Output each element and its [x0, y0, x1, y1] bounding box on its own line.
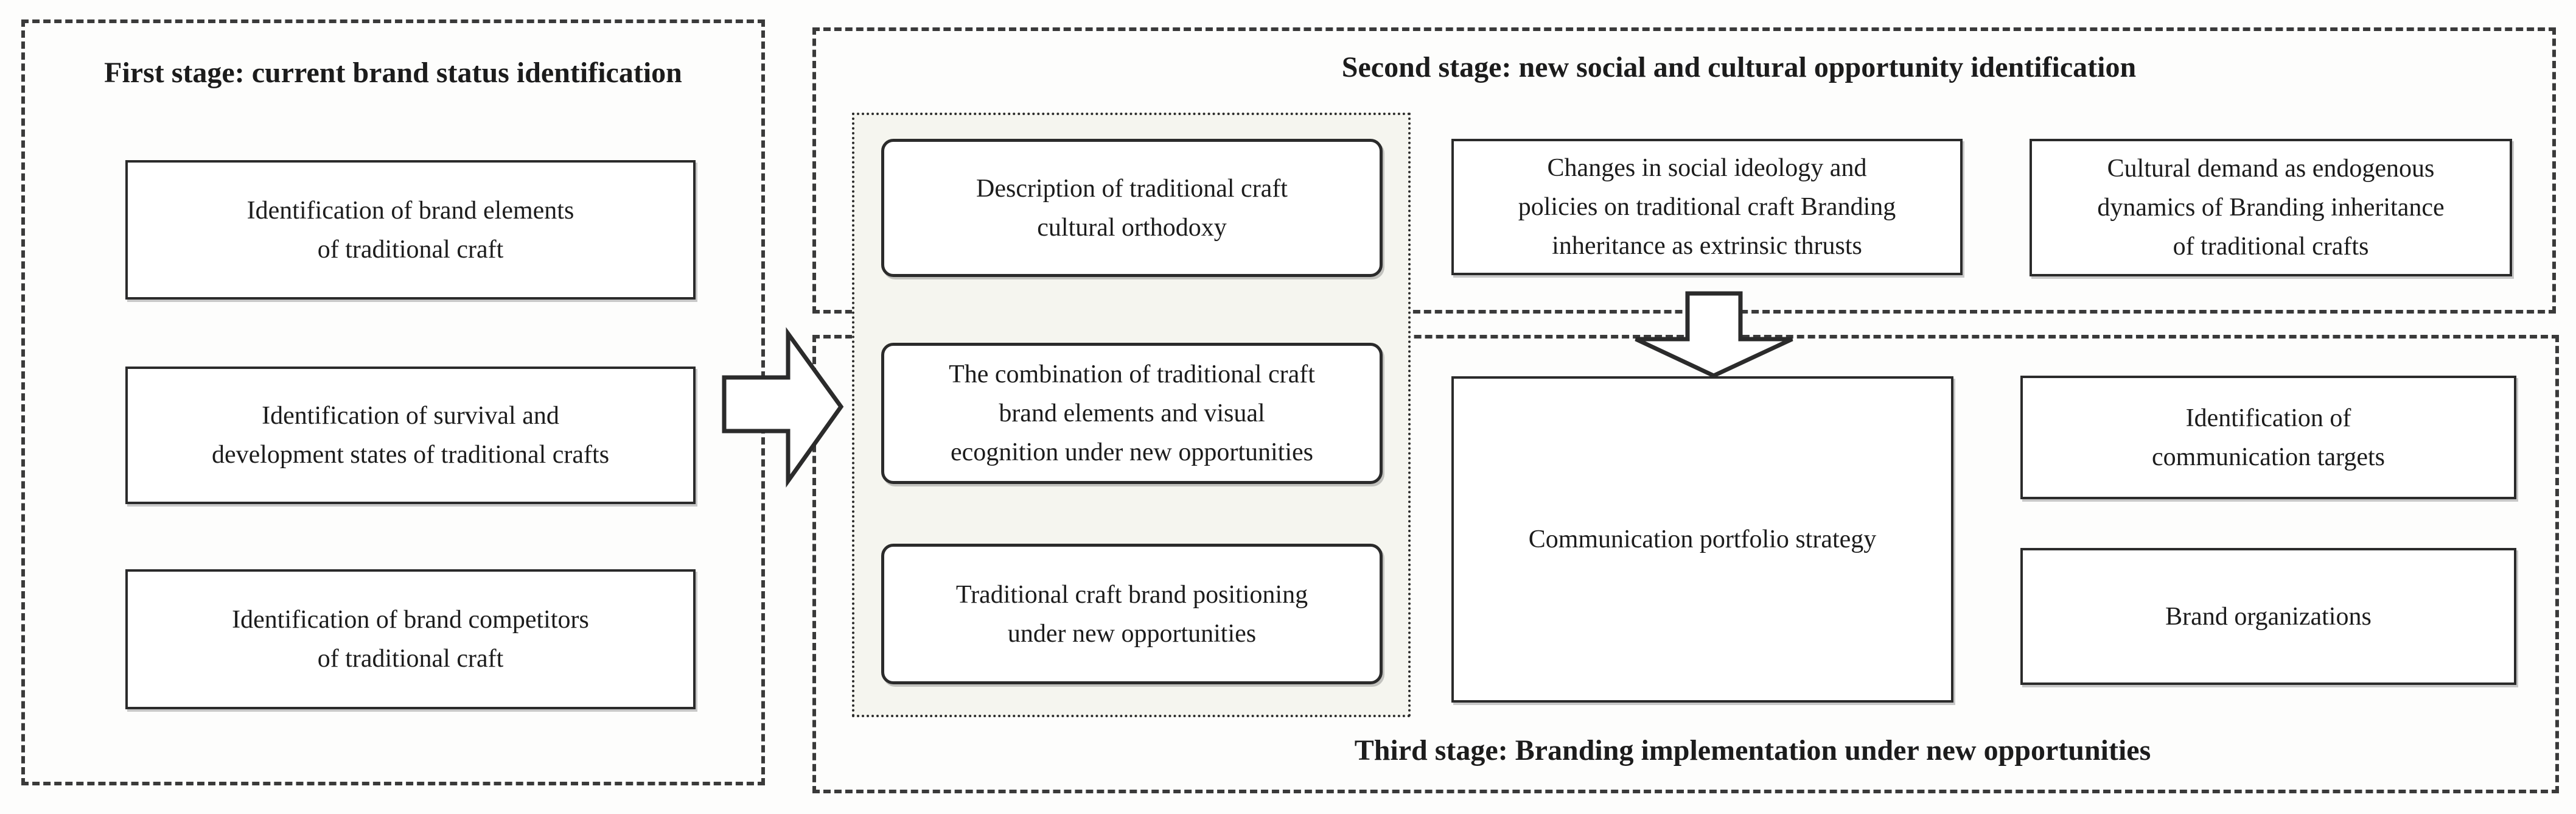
box-text-line: Identification of brand competitors [232, 606, 589, 634]
box-text-line: of traditional craft [317, 235, 504, 264]
box-cultural-demand-dynamics: Cultural demand as endogenous dynamics o… [2030, 139, 2512, 276]
box-text-line: ecognition under new opportunities [950, 438, 1314, 466]
box-text-line: of traditional craft [317, 645, 504, 673]
box-cultural-orthodoxy-description: Description of traditional craft cultura… [881, 139, 1383, 277]
box-text-line: brand elements and visual [999, 399, 1265, 427]
box-communication-targets-identification: Identification of communication targets [2020, 376, 2516, 499]
box-brand-organizations: Brand organizations [2020, 548, 2516, 685]
box-brand-elements-visual-recognition: The combination of traditional craft bra… [881, 343, 1383, 484]
stage-third-title: Third stage: Branding implementation und… [1354, 734, 2151, 767]
box-text-line: under new opportunities [1007, 619, 1257, 648]
box-text-line: Description of traditional craft [976, 174, 1288, 203]
stage-first-title: First stage: current brand status identi… [104, 57, 682, 89]
box-communication-portfolio-strategy: Communication portfolio strategy [1451, 376, 1953, 703]
box-text-line: Identification of survival and [262, 402, 559, 430]
box-text-line: policies on traditional craft Branding [1518, 193, 1896, 221]
box-text-line: of traditional crafts [2173, 233, 2369, 261]
box-text-line: dynamics of Branding inheritance [2097, 194, 2445, 222]
box-text-line: Identification of [2185, 404, 2351, 432]
box-text-line: Identification of brand elements [246, 196, 574, 225]
box-text-line: cultural orthodoxy [1037, 213, 1227, 242]
box-survival-development-identification: Identification of survival and developme… [125, 367, 696, 504]
box-text-line: Brand organizations [2165, 602, 2372, 631]
box-text-line: development states of traditional crafts [211, 441, 610, 469]
box-text-line: Changes in social ideology and [1547, 154, 1867, 182]
box-text-line: The combination of traditional craft [949, 360, 1315, 388]
box-text-line: inheritance as extrinsic thrusts [1552, 232, 1862, 260]
stage-second-title: Second stage: new social and cultural op… [1341, 51, 2137, 83]
box-text-line: Communication portfolio strategy [1528, 525, 1877, 553]
box-text-line: Cultural demand as endogenous [2107, 155, 2435, 183]
box-text-line: communication targets [2152, 443, 2385, 471]
box-brand-competitors-identification: Identification of brand competitors of t… [125, 569, 696, 709]
box-brand-positioning: Traditional craft brand positioning unde… [881, 544, 1383, 684]
box-brand-elements-identification: Identification of brand elements of trad… [125, 160, 696, 300]
box-social-ideology-changes: Changes in social ideology and policies … [1451, 139, 1963, 275]
box-text-line: Traditional craft brand positioning [955, 580, 1308, 609]
